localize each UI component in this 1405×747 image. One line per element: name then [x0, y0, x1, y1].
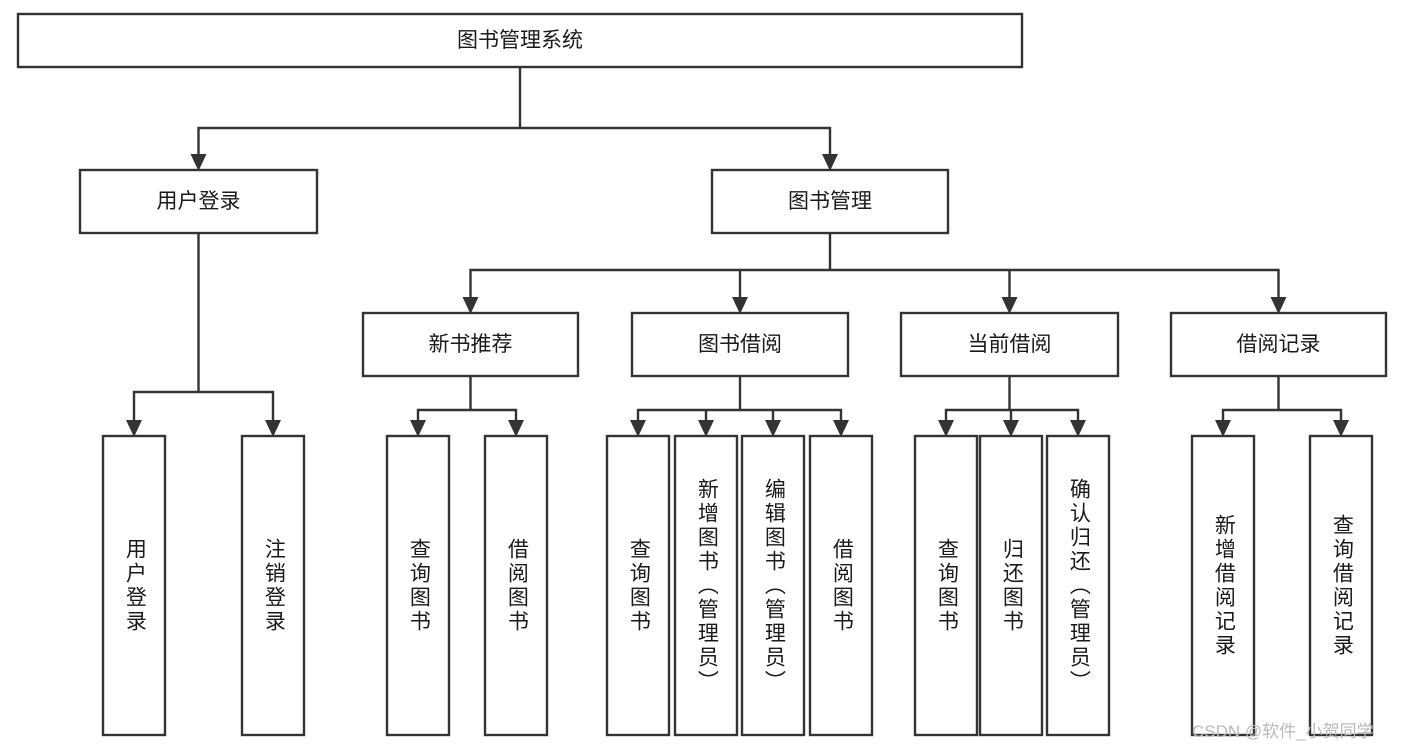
box-layer	[16, 12, 1388, 737]
arrow-head-leaf-edit-book-admin	[765, 420, 781, 437]
arrow-head-leaf-borrow-book	[833, 420, 849, 437]
node-label-new-book-recommend: 新书推荐	[429, 333, 513, 356]
arrow-head-leaf-query-book-current	[938, 420, 954, 437]
arrow-head-leaf-query-book-borrow	[630, 420, 646, 437]
connector-user-login-to-leaves	[132, 231, 275, 425]
arrow-head-leaf-add-borrow-record	[1215, 420, 1231, 437]
connector-book-manage-to-level2	[469, 231, 1280, 302]
csdn-watermark: CSDN @软件_小贺同学	[1192, 722, 1374, 741]
node-label-book-manage: 图书管理	[788, 190, 872, 213]
arrow-head-leaf-return-book	[1003, 420, 1019, 437]
connector-borrow-record-to-leaves	[1221, 374, 1343, 425]
connector-current-borrow-to-leaves	[944, 374, 1080, 425]
node-box-leaf-query-book-recommend[interactable]	[385, 434, 451, 737]
arrow-head-user-login	[190, 154, 207, 171]
node-box-leaf-user-login[interactable]	[101, 434, 167, 737]
node-box-leaf-return-book[interactable]	[978, 434, 1044, 737]
node-box-book-borrow[interactable]	[630, 311, 850, 378]
arrow-head-leaf-logout-login	[265, 420, 281, 437]
arrow-head-leaf-query-book-recommend	[410, 420, 426, 437]
arrow-head-book-borrow	[732, 297, 748, 314]
node-box-current-borrow[interactable]	[899, 311, 1120, 378]
arrow-head-leaf-query-borrow-record	[1333, 420, 1349, 437]
arrow-head-leaf-confirm-return-admin	[1070, 420, 1086, 437]
arrow-head-book-manage	[822, 154, 838, 171]
node-label-current-borrow: 当前借阅	[968, 333, 1052, 356]
node-box-book-manage[interactable]	[710, 168, 950, 235]
node-label-user-login: 用户登录	[157, 190, 241, 213]
connector-new-book-recommend-to-leaves	[416, 374, 518, 425]
node-box-leaf-borrow-book-recommend[interactable]	[483, 434, 549, 737]
arrow-head-leaf-borrow-book-recommend	[508, 420, 524, 437]
arrow-head-leaf-add-book-admin	[698, 420, 714, 437]
node-box-leaf-add-borrow-record[interactable]	[1190, 434, 1256, 737]
node-box-leaf-confirm-return-admin[interactable]	[1045, 434, 1111, 737]
node-box-leaf-query-book-borrow[interactable]	[605, 434, 671, 737]
node-box-leaf-query-borrow-record[interactable]	[1308, 434, 1374, 737]
node-box-leaf-query-book-current[interactable]	[913, 434, 979, 737]
arrow-head-borrow-record	[1270, 297, 1287, 314]
node-box-leaf-add-book-admin[interactable]	[673, 434, 739, 737]
connector-root-to-level1	[197, 65, 832, 159]
arrow-head-leaf-user-login	[126, 420, 142, 437]
node-box-new-book-recommend[interactable]	[361, 311, 580, 378]
connector-layer	[126, 65, 1349, 437]
arrow-head-new-book-recommend	[462, 297, 479, 314]
node-box-root[interactable]	[16, 12, 1024, 69]
arrow-head-current-borrow	[1001, 297, 1018, 314]
node-box-leaf-borrow-book[interactable]	[808, 434, 874, 737]
node-box-leaf-edit-book-admin[interactable]	[740, 434, 806, 737]
node-box-leaf-logout-login[interactable]	[240, 434, 306, 737]
connector-book-borrow-to-leaves	[636, 374, 843, 425]
node-label-root: 图书管理系统	[457, 29, 583, 52]
node-box-user-login[interactable]	[78, 168, 319, 235]
node-box-borrow-record[interactable]	[1169, 311, 1388, 378]
node-label-borrow-record: 借阅记录	[1237, 333, 1321, 356]
node-label-book-borrow: 图书借阅	[698, 333, 782, 356]
